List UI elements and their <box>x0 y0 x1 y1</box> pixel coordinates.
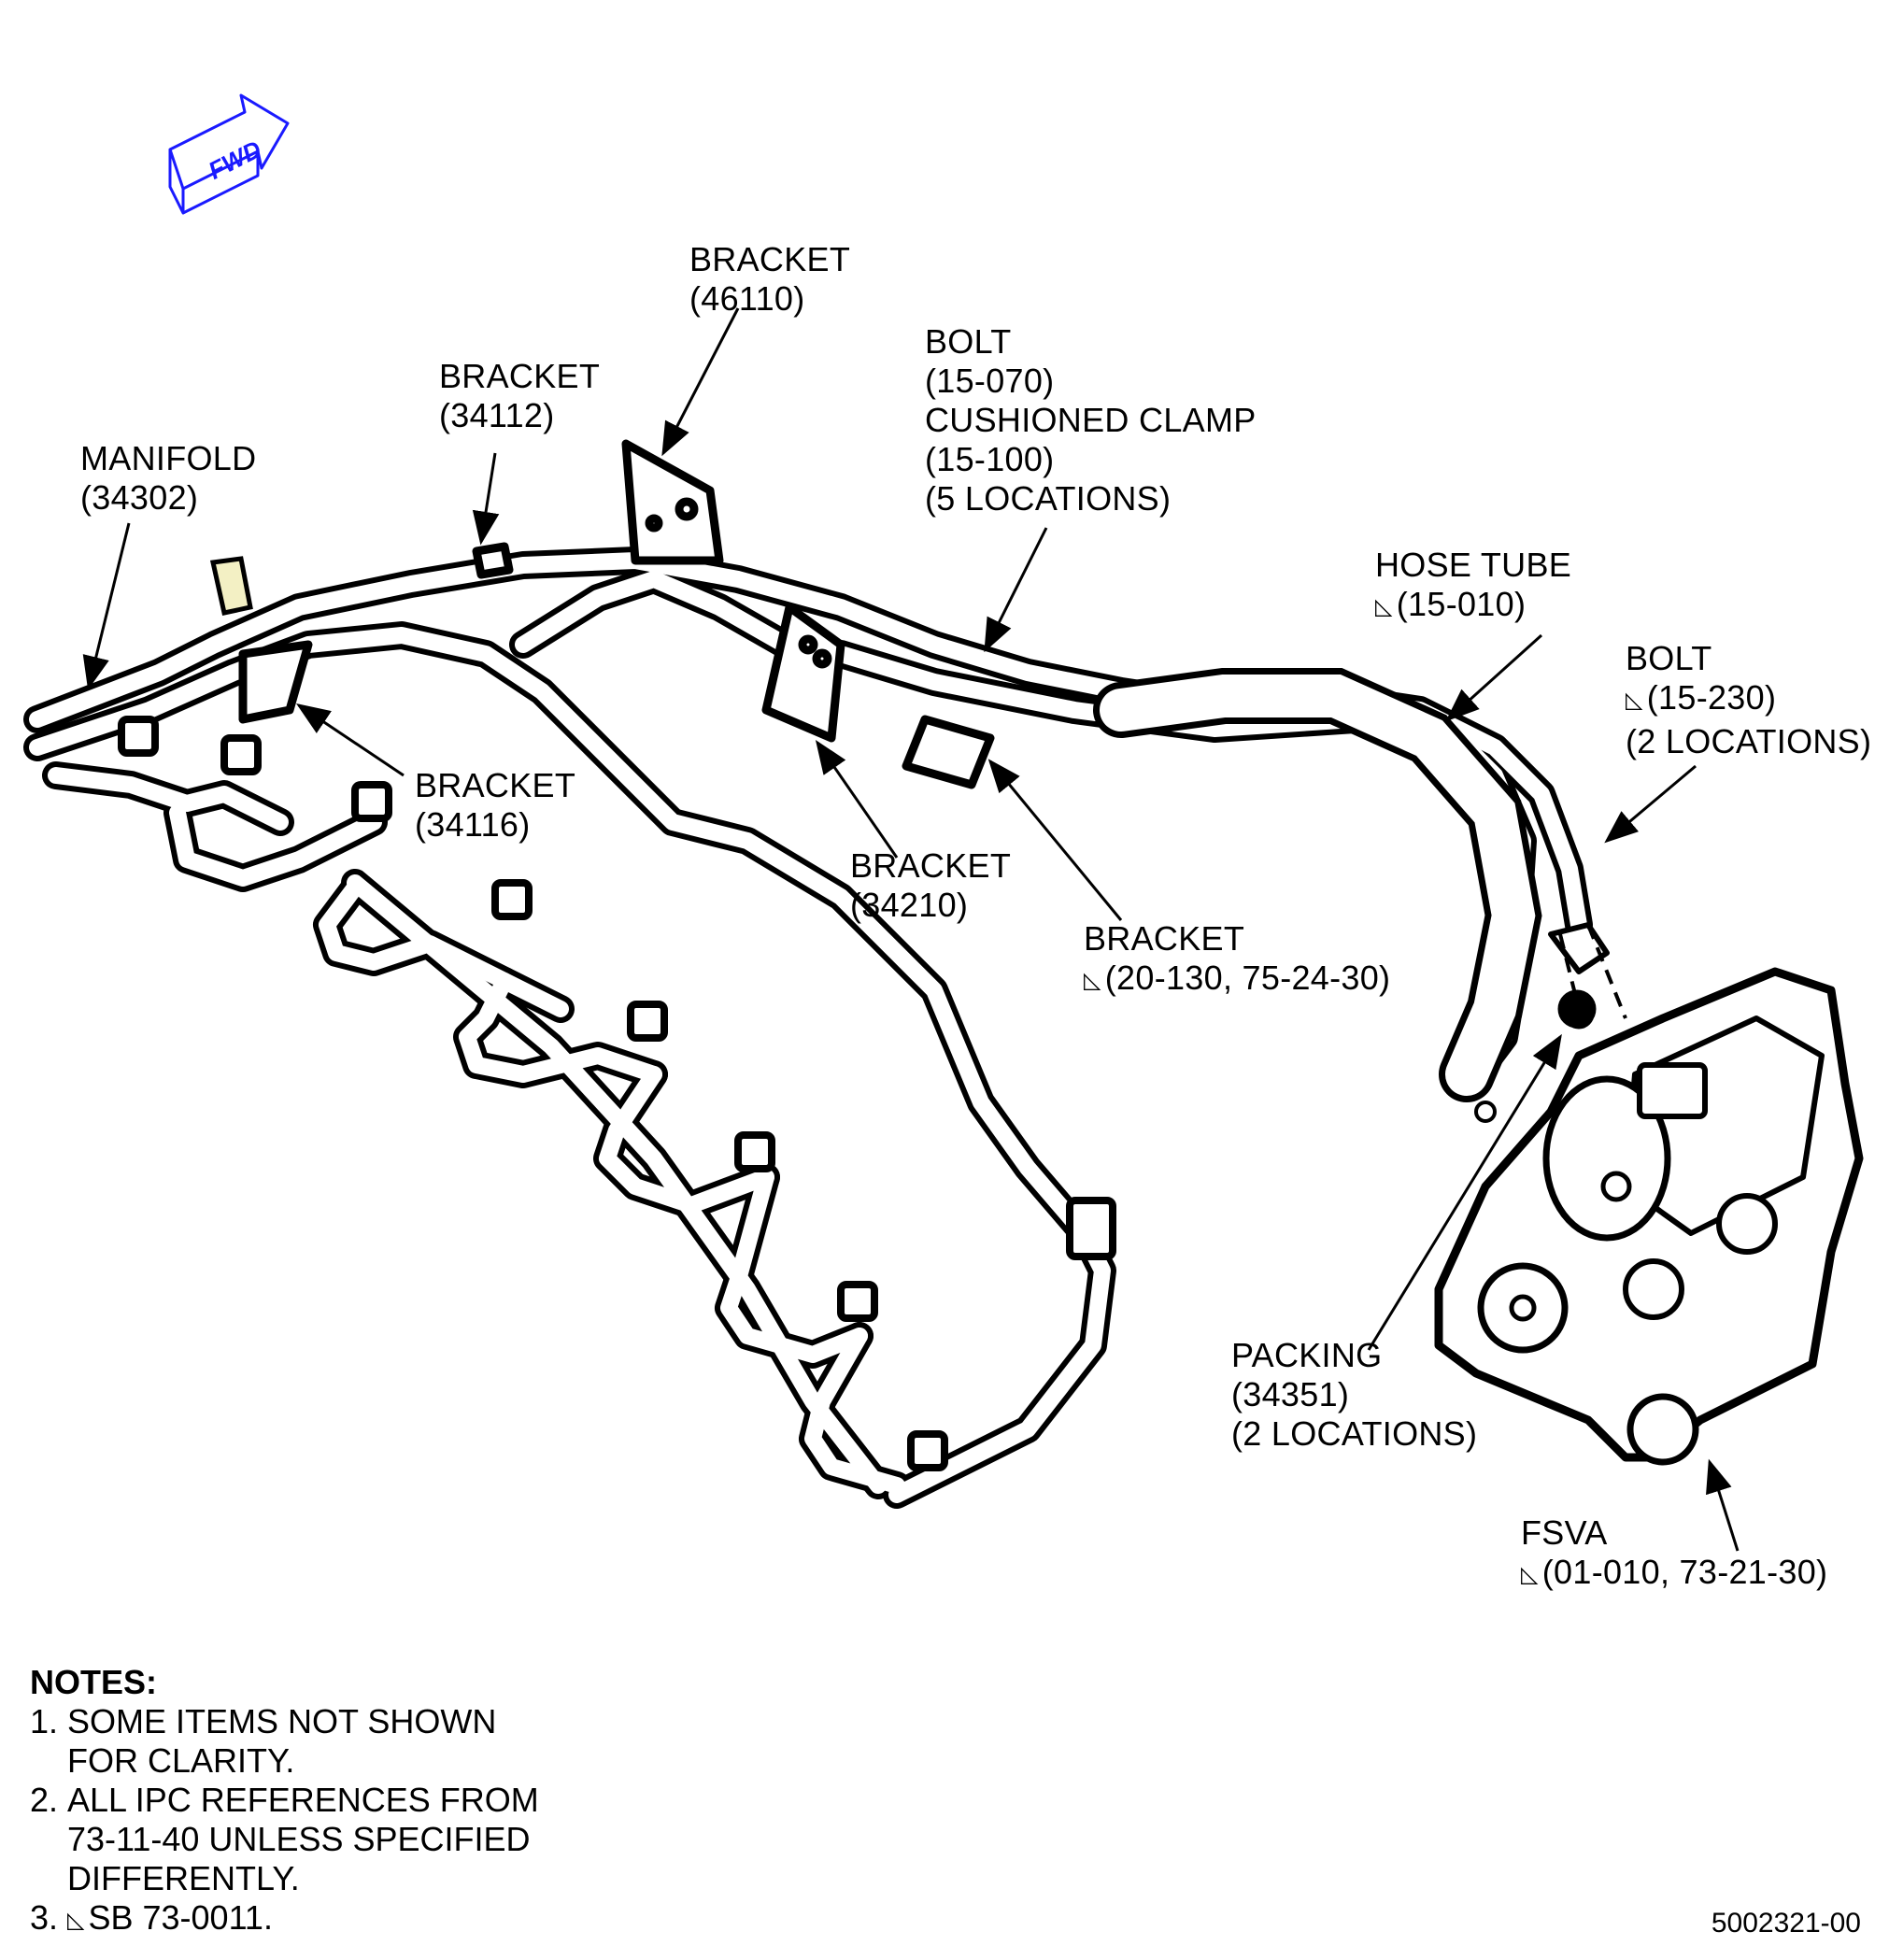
callout-bolt-cushioned-clamp: BOLT (15-070) CUSHIONED CLAMP (15-100) (… <box>925 322 1257 518</box>
callout-title: HOSE TUBE <box>1375 546 1572 584</box>
callout-bracket-34112: BRACKET (34112) <box>439 357 600 435</box>
callout-title: BRACKET <box>415 766 576 804</box>
nozzle-fittings <box>118 716 1116 1471</box>
callout-title: BRACKET <box>850 846 1012 885</box>
callout-qty: (5 LOCATIONS) <box>925 479 1172 518</box>
note-line: DIFFERENTLY. <box>67 1859 300 1897</box>
fsva-assembly <box>1434 922 1864 1466</box>
manifold-inlet-highlight <box>209 556 253 616</box>
callout-fsva: FSVA (01-010, 73-21-30) <box>1521 1513 1827 1597</box>
callout-ref: (34112) <box>439 396 555 434</box>
callout-qty: (2 LOCATIONS) <box>1231 1414 1478 1453</box>
callout-title: BRACKET <box>1084 919 1245 958</box>
callout-manifold: MANIFOLD (34302) <box>80 439 256 518</box>
callout-bracket-34116: BRACKET (34116) <box>415 766 575 845</box>
callout-ref: (20-130, 75-24-30) <box>1084 959 1390 1002</box>
note-line: 73-11-40 UNLESS SPECIFIED <box>67 1820 531 1858</box>
hose-tube <box>1093 668 1542 1123</box>
note-line: FOR CLARITY. <box>67 1741 295 1780</box>
note-item: 3. SB 73-0011. <box>30 1898 539 1942</box>
callout-title: BRACKET <box>439 357 601 395</box>
callout-title: BRACKET <box>689 240 851 278</box>
callout-ref: (34210) <box>850 886 969 924</box>
callout-title: FSVA <box>1521 1513 1608 1552</box>
note-number: 3. <box>30 1898 59 1937</box>
callout-qty: (2 LOCATIONS) <box>1626 722 1872 760</box>
note-line: SOME ITEMS NOT SHOWN <box>67 1702 497 1740</box>
callout-title: CUSHIONED CLAMP <box>925 401 1257 439</box>
callout-bracket-34210: BRACKET (34210) <box>850 846 1011 925</box>
note-item: 2. ALL IPC REFERENCES FROM 73-11-40 UNLE… <box>30 1781 539 1898</box>
callout-ref: (46110) <box>689 279 805 318</box>
callout-ref: (01-010, 73-21-30) <box>1521 1553 1827 1597</box>
callout-ref: (15-230) <box>1626 678 1871 722</box>
callout-bracket-20-130: BRACKET (20-130, 75-24-30) <box>1084 919 1390 1002</box>
callout-ref: (34116) <box>415 805 531 844</box>
notes-block: NOTES: 1. SOME ITEMS NOT SHOWN FOR CLARI… <box>30 1663 539 1942</box>
brackets <box>238 439 995 789</box>
callout-ref: (34351) <box>1231 1375 1350 1413</box>
callout-packing: PACKING (34351) (2 LOCATIONS) <box>1231 1336 1477 1454</box>
figure-number: 5002321-00 <box>1711 1908 1861 1939</box>
callout-ref: (15-100) <box>925 440 1055 478</box>
callout-title: PACKING <box>1231 1336 1383 1374</box>
callout-title: BOLT <box>1626 639 1712 677</box>
notes-title: NOTES: <box>30 1663 158 1701</box>
bolt-dash-line <box>1586 924 1627 1019</box>
callout-title: MANIFOLD <box>80 439 257 477</box>
callout-ref: (34302) <box>80 478 199 517</box>
callout-bracket-46110: BRACKET (46110) <box>689 240 850 319</box>
note-number: 1. <box>30 1702 59 1740</box>
callout-ref: (15-070) <box>925 362 1055 400</box>
note-number: 2. <box>30 1781 59 1819</box>
bolt-dash-line-2 <box>1558 933 1581 1010</box>
callout-hose-tube: HOSE TUBE (15-010) <box>1375 546 1571 629</box>
leader-lines <box>82 307 1740 1552</box>
callout-bolt-15-230: BOLT (15-230) (2 LOCATIONS) <box>1626 639 1871 761</box>
callout-ref: (15-010) <box>1375 585 1571 629</box>
forward-direction-arrow: FWD <box>168 93 290 215</box>
note-item: 1. SOME ITEMS NOT SHOWN FOR CLARITY. <box>30 1702 539 1781</box>
note-line: SB 73-0011. <box>67 1898 272 1942</box>
note-line: ALL IPC REFERENCES FROM <box>67 1781 539 1819</box>
callout-title: BOLT <box>925 322 1012 361</box>
